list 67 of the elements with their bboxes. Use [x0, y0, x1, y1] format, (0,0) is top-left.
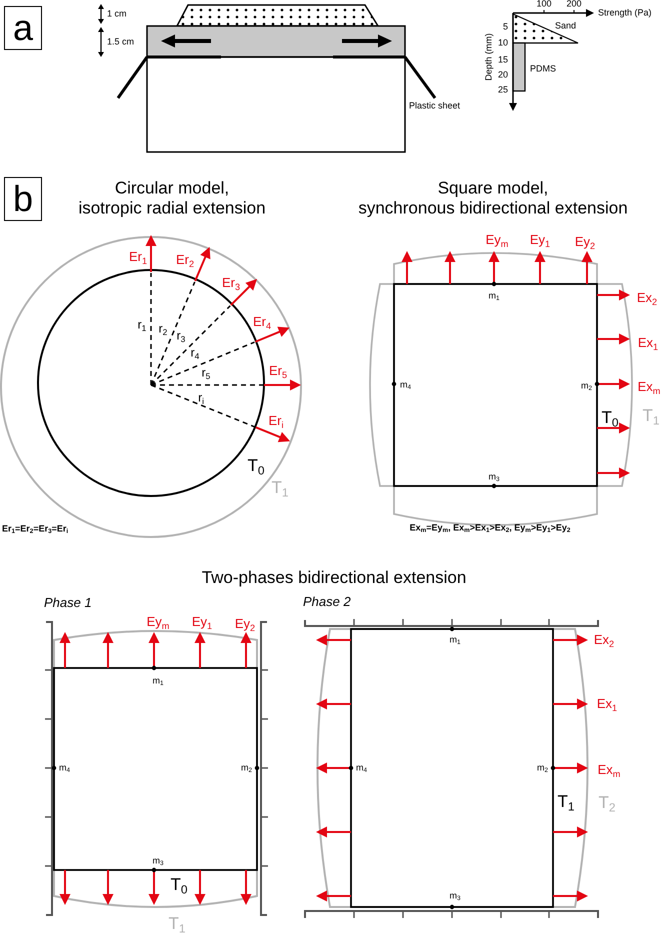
- panel-letter: a: [4, 6, 42, 50]
- arrow-label: Er$_{4}$: [252, 315, 272, 329]
- material-label: PDMS: [530, 64, 556, 74]
- arrow-label: Ey$_{1}$: [530, 233, 550, 247]
- midpoint-label: m$_{4}$: [59, 763, 70, 773]
- arrow-label: Er$_{3}$: [222, 276, 240, 290]
- arrow-label: Ex$_{m}$: [598, 763, 620, 777]
- arrow-label: Ey$_{2}$: [234, 617, 256, 631]
- time-label: T$_{1}$: [272, 479, 288, 497]
- material-label: Plastic sheet: [409, 101, 460, 111]
- axis-tick-label: 10: [498, 38, 508, 48]
- section-title: Two-phases bidirectional extension: [202, 569, 466, 587]
- arrow-label: Ex$_{m}$: [638, 380, 660, 394]
- midpoint-label: m$_{2}$: [580, 381, 592, 391]
- radius-label: r$_{2}$: [158, 322, 168, 336]
- axis-tick-label: 100: [536, 0, 552, 9]
- midpoint-label: m$_{4}$: [400, 380, 412, 390]
- arrow-label: Er$_{i}$: [268, 414, 284, 428]
- arrow-label: Er$_{1}$: [128, 250, 148, 264]
- midpoint-label: m$_{1}$: [450, 635, 460, 645]
- axis-tick-label: 20: [498, 70, 508, 80]
- radius-label: r$_{1}$: [138, 318, 146, 332]
- time-label: T$_{1}$: [168, 915, 186, 933]
- midpoint-label: m$_{2}$: [536, 763, 548, 773]
- axis-tick-label: 5: [502, 22, 508, 32]
- phase-label: Phase 2: [303, 595, 351, 609]
- axis-title: Strength (Pa): [598, 8, 652, 18]
- midpoint-label: m$_{3}$: [152, 856, 164, 866]
- arrow-label: Er$_{2}$: [176, 253, 194, 267]
- axis-tick-label: 200: [566, 0, 582, 9]
- time-label: T$_{0}$: [602, 409, 618, 427]
- arrow-label: Ex$_{1}$: [596, 697, 618, 711]
- time-label: T$_{2}$: [598, 794, 616, 812]
- radius-label: r$_{i}$: [198, 392, 204, 404]
- axis-title: Depth (mm): [484, 33, 494, 81]
- equation: Ex$_{m}$=Ey$_{m}$, Ex$_{m}$>Ex$_{1}$>Ex$_{2}$, Ey$_{m}$>Ey$_{1}$>Ey$_{2}$: [410, 523, 570, 533]
- dimension-label: 1.5 cm: [107, 37, 134, 47]
- arrow-label: Er$_{5}$: [268, 364, 288, 378]
- material-label: Sand: [555, 21, 576, 31]
- midpoint-label: m$_{2}$: [240, 763, 252, 773]
- radius-label: r$_{5}$: [202, 366, 210, 380]
- arrow-label: Ey$_{1}$: [192, 615, 212, 629]
- midpoint-label: m$_{1}$: [488, 291, 500, 301]
- time-label: T$_{0}$: [170, 876, 188, 894]
- midpoint-label: m$_{3}$: [488, 472, 500, 482]
- time-label: T$_{1}$: [558, 793, 574, 811]
- arrow-label: Ey$_{2}$: [574, 235, 596, 249]
- time-label: T$_{1}$: [642, 407, 660, 425]
- dimension-label: 1 cm: [107, 9, 127, 19]
- radius-label: r$_{4}$: [190, 346, 200, 360]
- midpoint-label: m$_{4}$: [356, 763, 368, 773]
- equation: Er$_{1}$=Er$_{2}$=Er$_{3}$=Er$_{i}$: [2, 524, 68, 534]
- panel-letter: b: [4, 177, 42, 221]
- axis-tick-label: 15: [498, 55, 508, 65]
- time-label: T$_{0}$: [248, 457, 264, 475]
- arrow-label: Ex$_{2}$: [594, 633, 614, 647]
- arrow-label: Ex$_{1}$: [638, 336, 658, 350]
- panel-title: Circular model, isotropic radial extension: [78, 178, 266, 218]
- arrow-label: Ey$_{m}$: [486, 233, 508, 247]
- phase-label: Phase 1: [44, 596, 92, 610]
- panel-title: Square model, synchronous bidirectional extension: [358, 178, 628, 218]
- midpoint-label: m$_{3}$: [450, 891, 460, 901]
- arrow-label: Ex$_{2}$: [636, 291, 658, 305]
- midpoint-label: m$_{1}$: [152, 676, 164, 686]
- radius-label: r$_{3}$: [176, 330, 186, 342]
- arrow-label: Ey$_{m}$: [146, 615, 170, 629]
- axis-tick-label: 25: [498, 85, 508, 95]
